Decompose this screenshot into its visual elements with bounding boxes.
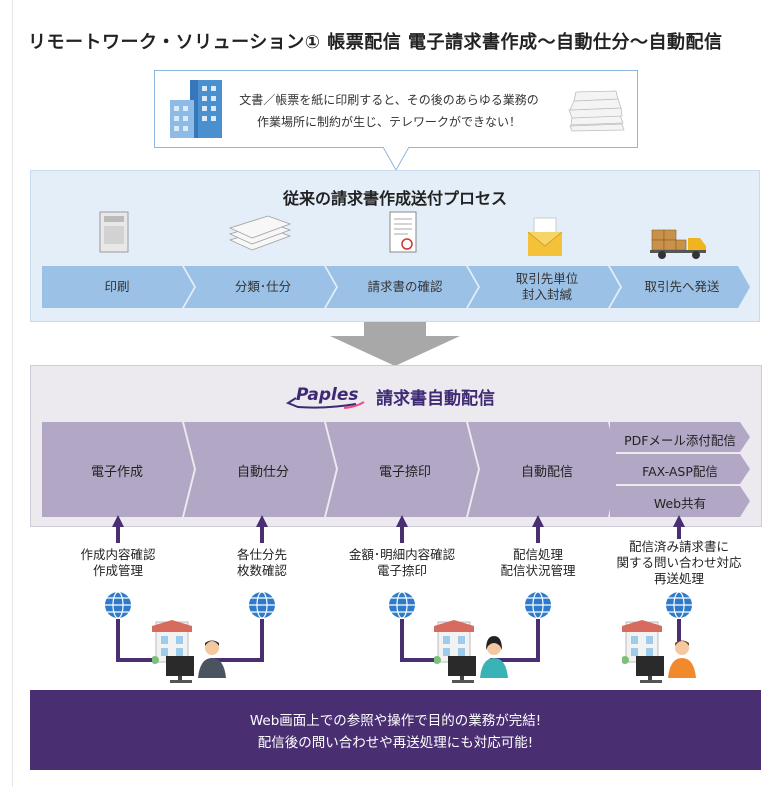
globe-icon-5 [666,591,692,619]
paples-logo: Paples [286,385,365,409]
up-arrowhead-5 [673,515,685,527]
step-ship-label: 取引先へ発送 [644,279,720,294]
up-arrowhead-3 [396,515,408,527]
callout-line-1: 文書／帳票を紙に印刷すると、その後のあらゆる業務の [239,93,539,107]
printer-icon [99,211,129,253]
up-arrowhead-4 [532,515,544,527]
globe-icon-3 [389,591,415,619]
callout-line-2: 作業場所に制約が生じ、テレワークができない！ [256,115,521,129]
globe-icon-1 [105,591,131,619]
pstep-sort-label: 自動仕分 [236,465,289,480]
up-arrow-stem-3 [400,525,404,543]
pstep-create-label: 電子作成 [90,465,143,480]
remote-worker-illustration-2 [434,620,508,683]
pstep-deliver-label: 自動配信 [520,465,573,480]
step-enclose-label: 取引先単位 封入封緘 [515,271,579,302]
globe-icon-2 [249,591,275,619]
step-arrow-enclose [468,266,620,308]
pstep-arrow-stamp [326,422,478,517]
up-arrowhead-2 [256,515,268,527]
caption-deliver: 配信処理 配信状況管理 [500,547,576,578]
office-building-icon [170,80,222,138]
paper-pile-icon [568,90,625,132]
up-arrow-stem-2 [260,525,264,543]
step-arrow-sort [184,266,336,308]
caption-sort: 各仕分先 枚数確認 [236,547,287,578]
globe-icon-4 [525,591,551,619]
summary-line-2: 配信後の問い合わせや再送処理にも対応可能! [257,735,534,751]
pstep-arrow-create [42,422,194,517]
caption-stamp: 金額･明細内容確認 電子捺印 [348,547,456,578]
channel-arrow-fax [610,454,750,484]
up-arrowhead-1 [112,515,124,527]
up-arrow-stem-1 [116,525,120,543]
channel-arrow-pdf [610,422,750,452]
summary-banner [30,690,761,770]
callout-tail [383,146,409,172]
paples-process-title: 請求書自動配信 [376,389,495,409]
paples-logo-text: Paples [296,385,359,405]
traditional-step-arrows [42,266,750,308]
transition-arrow [330,322,460,366]
problem-callout [154,70,638,148]
channel-web-label: Web共有 [653,496,707,511]
step-arrow-check [326,266,478,308]
remote-worker-illustration-3 [622,620,696,683]
channel-arrow-web [610,486,750,517]
invoice-icon [389,211,417,253]
caption-inquiry: 配信済み請求書に 関する問い合わせ対応 再送処理 [616,539,742,586]
caption-create: 作成内容確認 作成管理 [80,547,156,578]
step-sort-label: 分類･仕分 [234,279,292,294]
channel-pdf-label: PDFメール添付配信 [624,433,736,448]
up-arrow-stem-4 [536,525,540,543]
link-line-2 [210,619,264,662]
envelope-icon [527,217,563,256]
pstep-arrow-sort [184,422,336,517]
connector-network [105,515,692,662]
paper-stack-icon [228,215,292,251]
pstep-stamp-label: 電子捺印 [378,465,431,480]
summary-text: Web画面上での参照や操作で目的の業務が完結! 配信後の問い合わせや再送処理にも… [30,710,761,754]
step-arrow-ship [610,266,750,308]
page-title: リモートワーク・ソリューション① 帳票配信 電子請求書作成〜自動仕分〜自動配信 [28,32,723,53]
traditional-process-title: 従来の請求書作成送付プロセス [282,189,507,208]
truck-icon [650,229,706,259]
step-check-label: 請求書の確認 [367,279,443,294]
remote-worker-illustration-1 [152,620,226,683]
step-print-label: 印刷 [104,279,130,294]
paples-step-arrows [42,422,750,517]
link-line-4 [490,619,540,662]
up-arrow-stem-5 [677,525,681,539]
pstep-arrow-deliver [468,422,620,517]
callout-text: 文書／帳票を紙に印刷すると、その後のあらゆる業務の 作業場所に制約が生じ、テレワ… [224,89,554,133]
step-arrow-print [42,266,194,308]
channel-fax-label: FAX-ASP配信 [642,464,718,479]
summary-line-1: Web画面上での参照や操作で目的の業務が完結! [249,713,542,729]
page-frame [12,0,773,787]
